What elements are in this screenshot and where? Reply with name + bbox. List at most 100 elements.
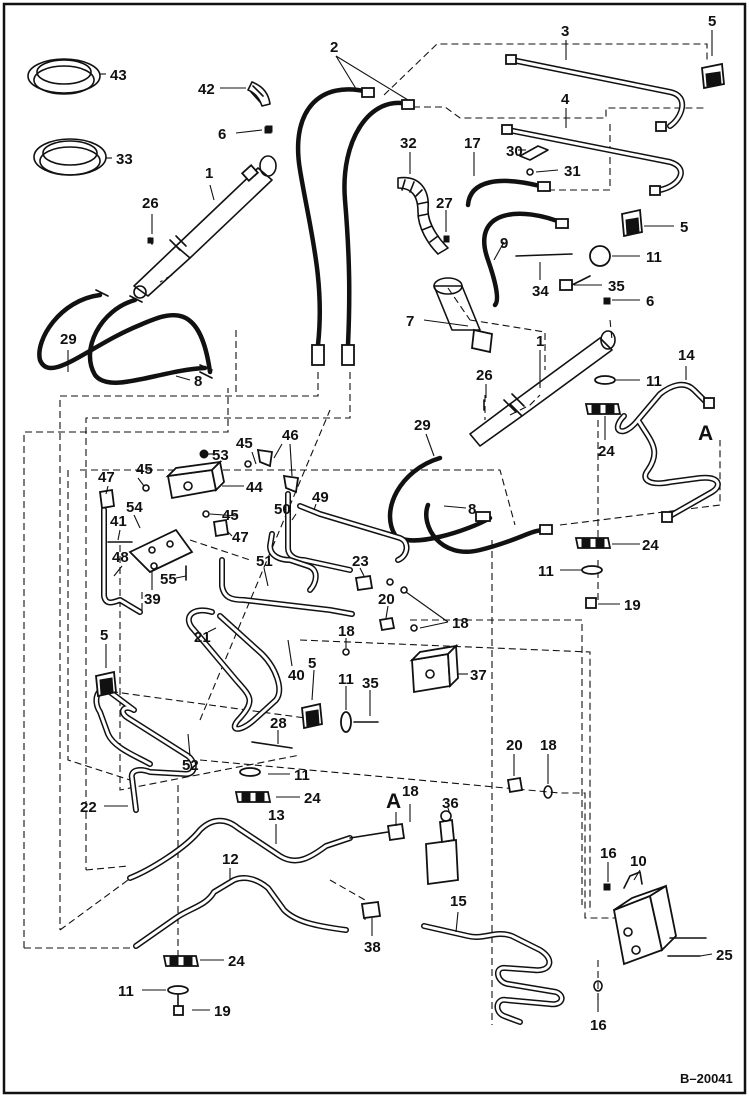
fitting-6-right bbox=[603, 297, 611, 305]
callout-51: 51 bbox=[256, 553, 273, 570]
clamp-5-mid bbox=[621, 208, 643, 238]
callout-28: 28 bbox=[270, 715, 287, 732]
callout-45-right: 45 bbox=[222, 507, 239, 524]
hoses-17-9 bbox=[465, 178, 569, 308]
callout-18-upper: 18 bbox=[452, 615, 469, 632]
washer-11-center bbox=[340, 711, 352, 733]
callout-20-upper: 20 bbox=[378, 591, 395, 608]
callout-43: 43 bbox=[110, 67, 127, 84]
callout-8-left: 8 bbox=[194, 373, 202, 390]
callout-5-left: 5 bbox=[100, 627, 108, 644]
callout-30: 30 bbox=[506, 143, 523, 160]
callout-23: 23 bbox=[352, 553, 369, 570]
rod-34 bbox=[515, 253, 573, 257]
callout-13: 13 bbox=[268, 807, 285, 824]
section-label-a-lower: A bbox=[386, 790, 401, 813]
callout-39: 39 bbox=[144, 591, 161, 608]
clamp-5-center bbox=[301, 702, 323, 730]
callout-3: 3 bbox=[561, 23, 569, 40]
bracket-54 bbox=[128, 528, 194, 574]
bolt-28 bbox=[251, 741, 293, 749]
callout-33: 33 bbox=[116, 151, 133, 168]
hoses-29-8-left bbox=[37, 289, 213, 385]
section-label-a-right: A bbox=[698, 422, 713, 445]
tube-22 bbox=[93, 687, 197, 813]
callout-25: 25 bbox=[716, 947, 733, 964]
clip-30-31 bbox=[519, 145, 549, 176]
washer-11-top bbox=[589, 245, 611, 267]
bolts-41-55 bbox=[107, 541, 187, 581]
callout-49: 49 bbox=[312, 489, 329, 506]
fittings-18-20-23 bbox=[342, 574, 418, 656]
callout-8-right: 8 bbox=[468, 501, 476, 518]
callout-11-right-a: 11 bbox=[646, 373, 662, 390]
tube-21 bbox=[185, 607, 283, 732]
callout-11-top: 11 bbox=[646, 249, 662, 266]
callout-7: 7 bbox=[406, 313, 414, 330]
callout-35-top: 35 bbox=[608, 278, 625, 295]
drawing-reference: B–20041 bbox=[680, 1071, 733, 1086]
oring-18-lower bbox=[543, 785, 553, 799]
tubes-3-4 bbox=[501, 54, 685, 196]
callout-34: 34 bbox=[532, 283, 549, 300]
callout-50: 50 bbox=[274, 501, 291, 518]
callout-36: 36 bbox=[442, 795, 459, 812]
callout-19-right: 19 bbox=[624, 597, 641, 614]
callout-14: 14 bbox=[678, 347, 695, 364]
callout-46: 46 bbox=[282, 427, 299, 444]
callout-24-right-a: 24 bbox=[598, 443, 615, 460]
tubes-center bbox=[101, 491, 410, 617]
clamp-24-bottom bbox=[162, 955, 200, 967]
spiral-wrap-32 bbox=[397, 176, 449, 255]
callout-24-bottom: 24 bbox=[228, 953, 245, 970]
callout-11-center: 11 bbox=[338, 671, 354, 688]
bolt-19-right bbox=[585, 597, 597, 609]
tube-15 bbox=[421, 923, 565, 1025]
callout-45-left: 45 bbox=[136, 461, 153, 478]
callout-55: 55 bbox=[160, 571, 177, 588]
washer-11-mid bbox=[239, 767, 261, 777]
callout-9: 9 bbox=[500, 235, 508, 252]
callout-12: 12 bbox=[222, 851, 239, 868]
callout-6-left: 6 bbox=[218, 126, 226, 143]
callout-10: 10 bbox=[630, 853, 647, 870]
callout-40: 40 bbox=[288, 667, 305, 684]
tilt-cylinder-7 bbox=[433, 277, 493, 354]
callout-29-left: 29 bbox=[60, 331, 77, 348]
callout-1-left: 1 bbox=[205, 165, 213, 182]
coiled-tube-43 bbox=[27, 58, 101, 95]
tube-14 bbox=[615, 381, 721, 523]
callout-53: 53 bbox=[212, 447, 229, 464]
clamp-24-right-a bbox=[584, 403, 622, 415]
callout-18-a: 18 bbox=[402, 783, 419, 800]
tube-13 bbox=[127, 817, 353, 881]
callout-52: 52 bbox=[182, 757, 199, 774]
valve-block-44 bbox=[165, 449, 225, 500]
callout-18-mid: 18 bbox=[338, 623, 355, 640]
callout-48: 48 bbox=[112, 549, 129, 566]
callout-47-left: 47 bbox=[98, 469, 115, 486]
callout-11-mid: 11 bbox=[294, 767, 310, 784]
lift-cylinder-left bbox=[133, 126, 277, 299]
washer-11-bottom bbox=[167, 985, 189, 995]
bolt-35-top bbox=[559, 275, 591, 291]
fitting-20-lower bbox=[506, 776, 524, 794]
callout-11-right-b: 11 bbox=[538, 563, 554, 580]
callout-24-right-b: 24 bbox=[642, 537, 659, 554]
hose-guard-42 bbox=[247, 81, 271, 107]
callout-5-top: 5 bbox=[708, 13, 716, 30]
callout-15: 15 bbox=[450, 893, 467, 910]
callout-42: 42 bbox=[198, 81, 215, 98]
callout-45-top: 45 bbox=[236, 435, 253, 452]
coiled-tube-33 bbox=[33, 138, 107, 176]
adapter-block-37 bbox=[409, 643, 459, 694]
callout-18-lower: 18 bbox=[540, 737, 557, 754]
clamp-24-mid bbox=[234, 791, 272, 803]
lift-cylinder-right bbox=[469, 330, 616, 447]
callout-38: 38 bbox=[364, 939, 381, 956]
fittings-45-46-47 bbox=[98, 448, 300, 570]
callout-19-bottom: 19 bbox=[214, 1003, 231, 1020]
callout-17: 17 bbox=[464, 135, 481, 152]
callout-37: 37 bbox=[470, 667, 487, 684]
